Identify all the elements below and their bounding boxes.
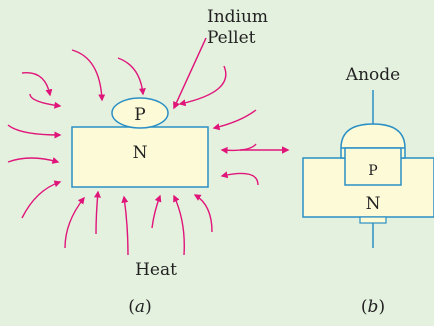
body-letter: N xyxy=(133,143,148,163)
heat-arrow xyxy=(121,195,129,256)
pellet-letter: P xyxy=(134,105,145,125)
heat-arrow xyxy=(7,157,60,164)
heat-arrow xyxy=(64,196,85,249)
heat-arrow xyxy=(21,71,53,97)
n-type-block xyxy=(71,126,209,188)
heat-arrow xyxy=(71,49,106,102)
heat-arrow xyxy=(151,194,162,229)
heat-arrow xyxy=(29,93,62,109)
caption-a: (a) xyxy=(128,297,151,317)
heat-arrow xyxy=(21,180,62,219)
caption-b: (b) xyxy=(361,297,385,317)
base-contact xyxy=(359,216,387,224)
heat-arrow xyxy=(173,194,185,256)
pellet-label: Pellet xyxy=(207,28,256,48)
heat-arrow xyxy=(117,57,146,96)
heat-arrow xyxy=(178,65,227,107)
heat-arrow xyxy=(7,124,62,139)
figure-a: P N Indium Pellet xyxy=(7,7,268,317)
anode-label: Anode xyxy=(345,65,400,85)
heat-arrow xyxy=(220,171,259,186)
heat-arrow xyxy=(94,190,101,235)
n-region-letter: N xyxy=(366,194,381,214)
indium-pellet xyxy=(111,97,169,129)
heat-arrow xyxy=(212,109,257,131)
p-region-letter: P xyxy=(368,163,377,179)
indium-label: Indium xyxy=(207,7,268,27)
heat-label: Heat xyxy=(135,260,177,280)
pellet-pointer-arrow xyxy=(173,37,207,110)
figure-b: Anode P N (b) xyxy=(302,65,434,317)
p-region xyxy=(344,147,402,186)
heat-arrow xyxy=(193,194,213,233)
